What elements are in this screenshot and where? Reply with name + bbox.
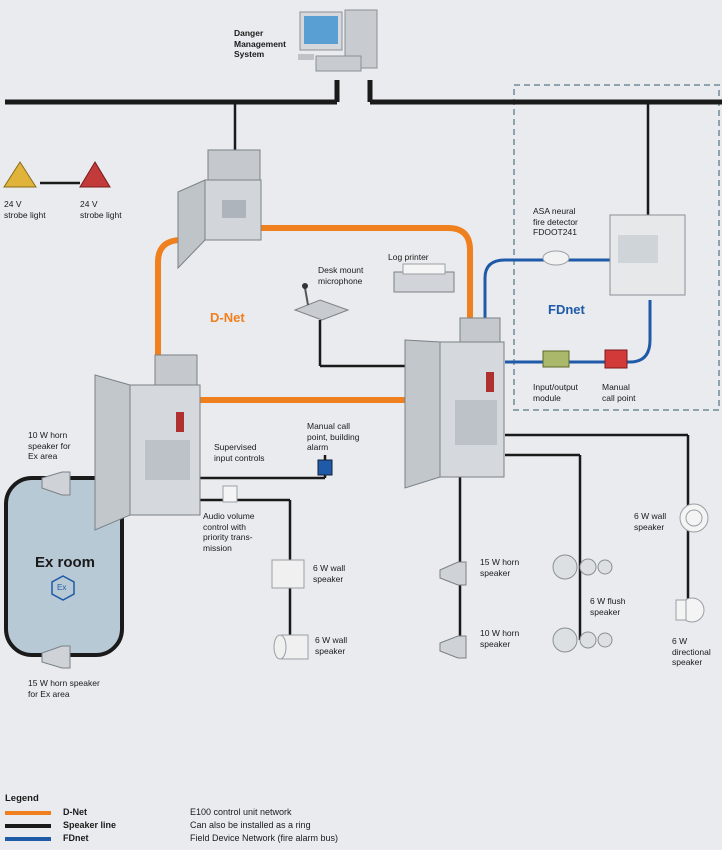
legend-swatch-dnet — [5, 811, 51, 815]
wall6-c-label: 6 W wall speaker — [634, 511, 667, 532]
fdnet-area — [513, 84, 720, 411]
log-printer-device — [393, 263, 455, 293]
legend-row-speaker: Speaker line Can also be installed as a … — [5, 820, 605, 832]
directional6-label: 6 W directional speaker — [672, 636, 711, 667]
manual-cp-label: Manual call point — [602, 382, 636, 403]
wall6-b-label: 6 W wall speaker — [315, 635, 348, 656]
control-cabinet-left — [94, 354, 201, 531]
dnet-label: D-Net — [210, 310, 245, 325]
desk-mic-label: Desk mount microphone — [318, 265, 364, 286]
top-bus — [5, 80, 722, 105]
horn15-label: 15 W horn speaker — [480, 557, 520, 578]
wall-speaker-b — [273, 634, 309, 660]
ex-symbol-text: Ex — [57, 583, 67, 592]
asa-label: ASA neural fire detector FDOOT241 — [533, 206, 578, 237]
io-module-label: Input/output module — [533, 382, 578, 403]
wall6-a-label: 6 W wall speaker — [313, 563, 346, 584]
horn-speaker-10w — [439, 635, 467, 659]
flush6-label: 6 W flush speaker — [590, 596, 626, 617]
manual-cp-building-label: Manual call point, building alarm — [307, 421, 360, 452]
legend-name: Speaker line — [63, 820, 117, 830]
strobe-light-1 — [3, 161, 37, 188]
control-cabinet-right — [404, 317, 505, 489]
horn10-ex-label: 10 W horn speaker for Ex area — [28, 430, 71, 461]
dnet-lines — [155, 225, 473, 403]
horn-speaker-ex-15w — [41, 645, 71, 669]
legend-desc: Can also be installed as a ring — [190, 820, 311, 830]
audio-volume-label: Audio volume control with priority trans… — [203, 511, 255, 553]
legend-row-fdnet: FDnet Field Device Network (fire alarm b… — [5, 833, 605, 845]
log-printer-label: Log printer — [388, 252, 429, 262]
legend-swatch-fdnet — [5, 837, 51, 841]
asa-fire-detector — [542, 250, 570, 266]
legend-swatch-speaker — [5, 824, 51, 828]
fire-control-panel — [609, 214, 686, 296]
horn-speaker-ex-10w — [41, 471, 71, 496]
legend-row-dnet: D-Net E100 control unit network — [5, 807, 605, 819]
flush-speakers-row1 — [552, 554, 613, 580]
legend-desc: E100 control unit network — [190, 807, 292, 817]
legend-name: D-Net — [63, 807, 87, 817]
dms-computer — [298, 9, 378, 72]
ex-room-label: Ex room — [35, 554, 96, 571]
audio-volume-control — [222, 485, 238, 503]
legend-name: FDnet — [63, 833, 89, 843]
legend-desc: Field Device Network (fire alarm bus) — [190, 833, 339, 843]
manual-call-point-red — [604, 349, 628, 369]
directional-speaker — [675, 597, 705, 623]
strobe-light-2 — [79, 161, 111, 188]
fdnet-lines — [483, 258, 652, 364]
supervised-label: Supervised input controls — [214, 442, 265, 463]
horn15-ex-label: 15 W horn speaker for Ex area — [28, 678, 100, 699]
desk-microphone-device — [293, 283, 350, 321]
manual-call-point-blue — [317, 459, 333, 476]
flush-speakers-row2 — [552, 627, 613, 653]
ex-symbol-hexagon — [51, 575, 75, 601]
horn-speaker-15w — [439, 561, 467, 586]
io-module-device — [542, 350, 570, 368]
wall-speaker-c — [679, 503, 709, 533]
wall-speaker-a — [271, 559, 305, 589]
fdnet-label: FDnet — [548, 302, 585, 317]
strobe-light-2-label: 24 V strobe light — [80, 199, 122, 220]
dms-label: Danger Management System — [234, 28, 286, 59]
control-cabinet-top — [177, 149, 262, 270]
legend-title: Legend — [5, 793, 39, 804]
strobe-light-1-label: 24 V strobe light — [4, 199, 46, 220]
horn10-label: 10 W horn speaker — [480, 628, 520, 649]
